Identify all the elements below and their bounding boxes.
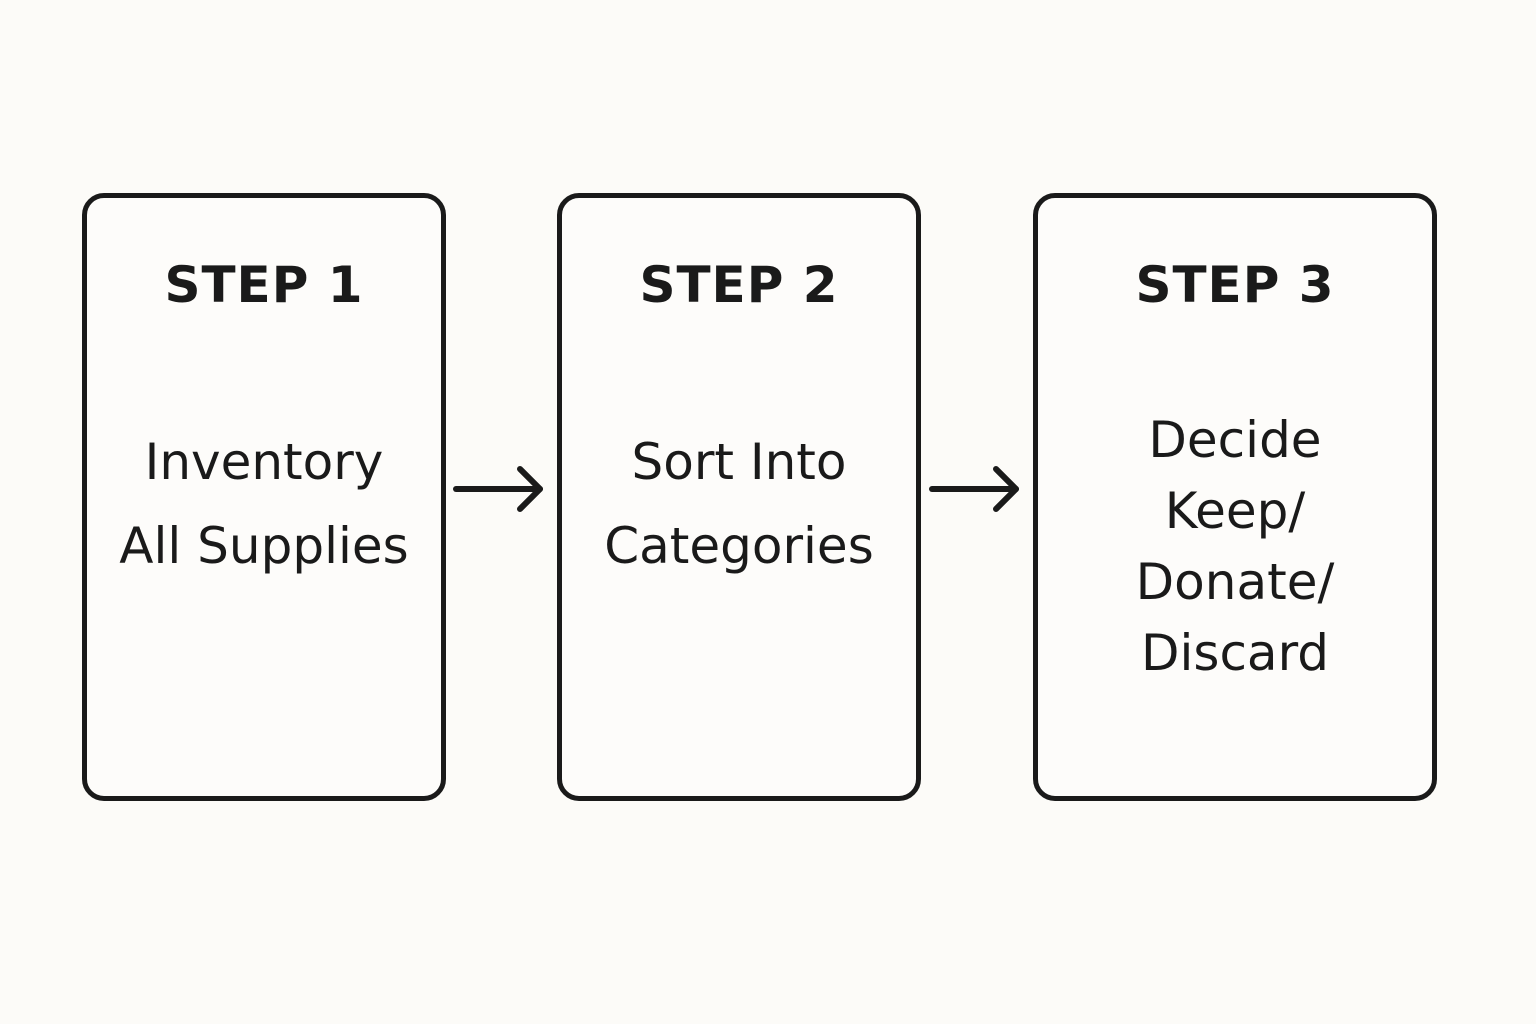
- step-1-title: STEP 1: [164, 256, 364, 314]
- step-1-text: Inventory All Supplies: [87, 420, 441, 588]
- step-3-box: STEP 3 Decide Keep/ Donate/ Discard: [1033, 193, 1437, 801]
- step-1-line-1: Inventory: [144, 433, 384, 491]
- step-1-line-2: All Supplies: [119, 517, 409, 575]
- step-3-line-4: Discard: [1141, 624, 1329, 682]
- step-2-line-2: Categories: [604, 517, 874, 575]
- step-1-box: STEP 1 Inventory All Supplies: [82, 193, 446, 801]
- step-3-line-3: Donate/: [1135, 553, 1335, 611]
- step-2-box: STEP 2 Sort Into Categories: [557, 193, 921, 801]
- step-3-line-1: Decide: [1148, 411, 1322, 469]
- arrow-right-icon: [453, 466, 543, 512]
- step-3-line-2: Keep/: [1164, 482, 1306, 540]
- step-3-title: STEP 3: [1135, 256, 1335, 314]
- step-2-text: Sort Into Categories: [562, 420, 916, 588]
- arrow-right-icon: [929, 466, 1019, 512]
- step-2-title: STEP 2: [639, 256, 839, 314]
- step-3-text: Decide Keep/ Donate/ Discard: [1038, 405, 1432, 689]
- step-2-line-1: Sort Into: [631, 433, 847, 491]
